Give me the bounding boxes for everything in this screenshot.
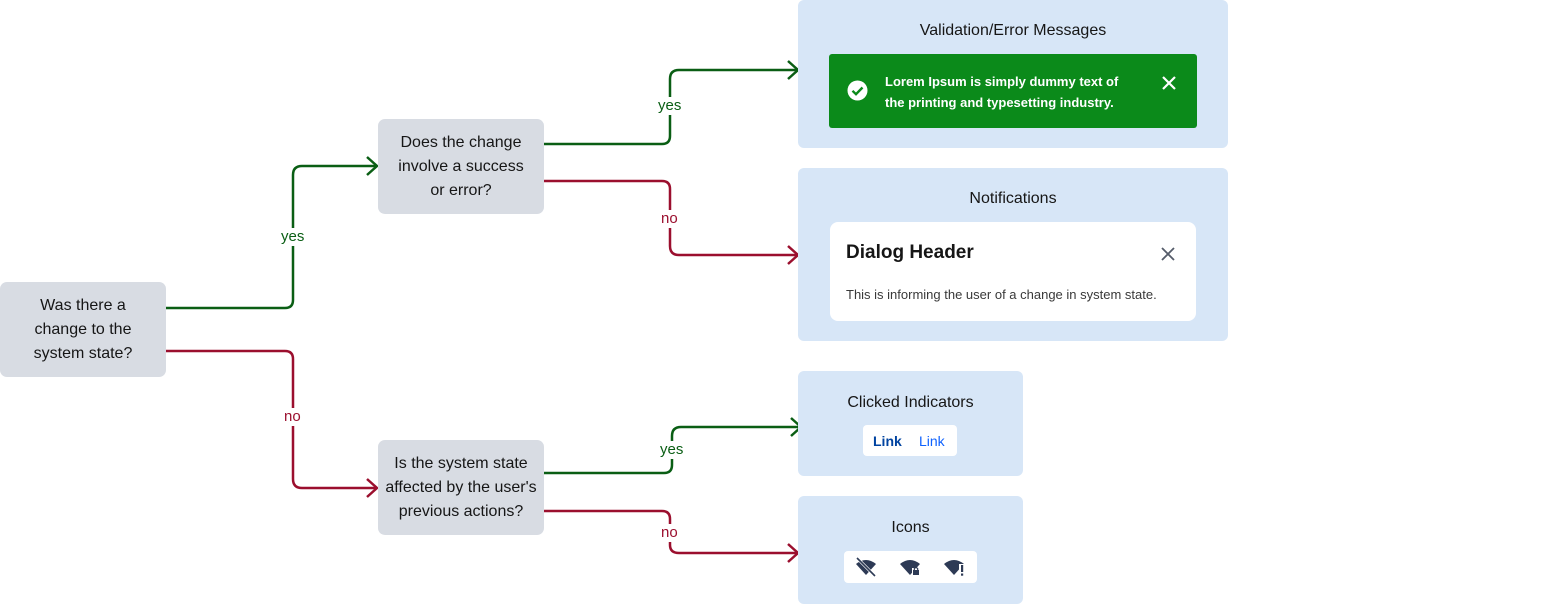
wifi-warning-icon <box>944 560 965 577</box>
edge-label-q1-no: no <box>282 408 303 426</box>
panel-title: Icons <box>891 519 930 536</box>
link-default[interactable]: Link <box>919 433 945 449</box>
dialog-header: Dialog Header <box>846 242 974 263</box>
notification-dialog: Dialog Header This is informing the user… <box>830 222 1196 321</box>
panel-title: Clicked Indicators <box>847 394 974 411</box>
close-icon[interactable] <box>1160 246 1176 262</box>
arrowhead-q1-no <box>366 478 379 498</box>
icon-examples <box>844 551 977 583</box>
panel-validation-messages: Validation/Error Messages Lorem Ipsum is… <box>798 0 1228 148</box>
question-user-actions: Is the system state affected by the user… <box>378 440 544 535</box>
edge-q1-no <box>166 349 376 490</box>
arrowhead-q2-no <box>787 245 800 265</box>
panel-clicked-indicators: Clicked Indicators Link Link <box>798 371 1023 476</box>
question-text: Was there a change to the system state? <box>33 296 133 362</box>
edge-label-q3-yes: yes <box>658 441 686 459</box>
question-text: Is the system state affected by the user… <box>385 454 537 520</box>
checkmark-circle-icon <box>847 80 868 101</box>
dialog-body: This is informing the user of a change i… <box>846 287 1157 302</box>
edge-label-q2-yes: yes <box>656 97 684 115</box>
question-text: Does the change involve a success or err… <box>398 133 524 199</box>
panel-title: Validation/Error Messages <box>919 22 1107 39</box>
success-toast: Lorem Ipsum is simply dummy text of the … <box>829 54 1197 128</box>
edge-label-q1-yes: yes <box>279 228 307 246</box>
arrowhead-q3-no <box>787 543 800 563</box>
edge-q1-yes <box>166 164 376 310</box>
arrowhead-q1-yes <box>366 156 379 176</box>
arrowhead-q2-yes <box>787 60 800 80</box>
panel-title: Notifications <box>969 190 1057 207</box>
wifi-off-icon <box>855 557 877 577</box>
wifi-secure-icon <box>900 560 920 575</box>
edge-label-q2-no: no <box>659 210 680 228</box>
close-icon[interactable] <box>1161 75 1177 91</box>
link-clicked[interactable]: Link <box>873 433 902 449</box>
toast-message: Lorem Ipsum is simply dummy text of the … <box>885 74 1119 110</box>
panel-notifications: Notifications Dialog Header This is info… <box>798 168 1228 341</box>
edge-label-q3-no: no <box>659 524 680 542</box>
question-system-state-change: Was there a change to the system state? <box>0 282 166 377</box>
question-success-or-error: Does the change involve a success or err… <box>378 119 544 214</box>
link-examples: Link Link <box>863 425 957 456</box>
panel-icons: Icons <box>798 496 1023 604</box>
